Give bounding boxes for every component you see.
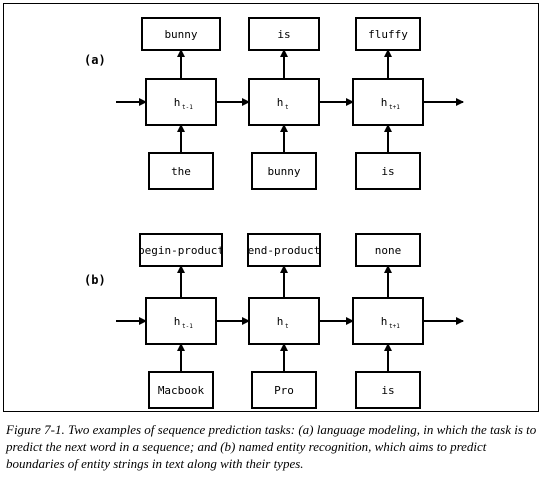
hidden-state-subscript: t+1: [389, 323, 400, 330]
hidden-state-label: h: [174, 315, 181, 328]
input-label: the: [171, 165, 191, 178]
output-box: [355, 233, 421, 267]
hidden-state-box: [352, 297, 424, 345]
hidden-state-label: h: [381, 315, 388, 328]
output-box: [248, 17, 320, 51]
output-box: [355, 17, 421, 51]
input-box: [148, 371, 214, 409]
hidden-state-label: h: [381, 96, 388, 109]
output-box: [139, 233, 223, 267]
hidden-state-box: [352, 78, 424, 126]
input-label: Pro: [274, 384, 294, 397]
input-label: is: [381, 165, 394, 178]
hidden-state-subscript: t: [285, 104, 289, 111]
input-box: [251, 371, 317, 409]
figure-caption: Figure 7-1. Two examples of sequence pre…: [6, 422, 537, 471]
hidden-state-label: h: [277, 315, 284, 328]
output-label: is: [277, 28, 290, 41]
hidden-state-box: [145, 297, 217, 345]
output-label: none: [375, 244, 402, 257]
hidden-state-subscript: t+1: [389, 104, 400, 111]
panel-tag: (a): [84, 53, 106, 67]
hidden-state-label: h: [174, 96, 181, 109]
output-label: bunny: [164, 28, 197, 41]
output-label: end-product: [248, 244, 321, 257]
output-label: begin-product: [138, 244, 224, 257]
hidden-state-subscript: t-1: [182, 323, 193, 330]
input-label: Macbook: [158, 384, 205, 397]
hidden-state-box: [248, 297, 320, 345]
panel-tag: (b): [84, 273, 106, 287]
hidden-state-subscript: t-1: [182, 104, 193, 111]
hidden-state-box: [145, 78, 217, 126]
input-label: bunny: [267, 165, 300, 178]
hidden-state-subscript: t: [285, 323, 289, 330]
input-box: [355, 152, 421, 190]
output-label: fluffy: [368, 28, 408, 41]
hidden-state-box: [248, 78, 320, 126]
input-label: is: [381, 384, 394, 397]
hidden-state-label: h: [277, 96, 284, 109]
